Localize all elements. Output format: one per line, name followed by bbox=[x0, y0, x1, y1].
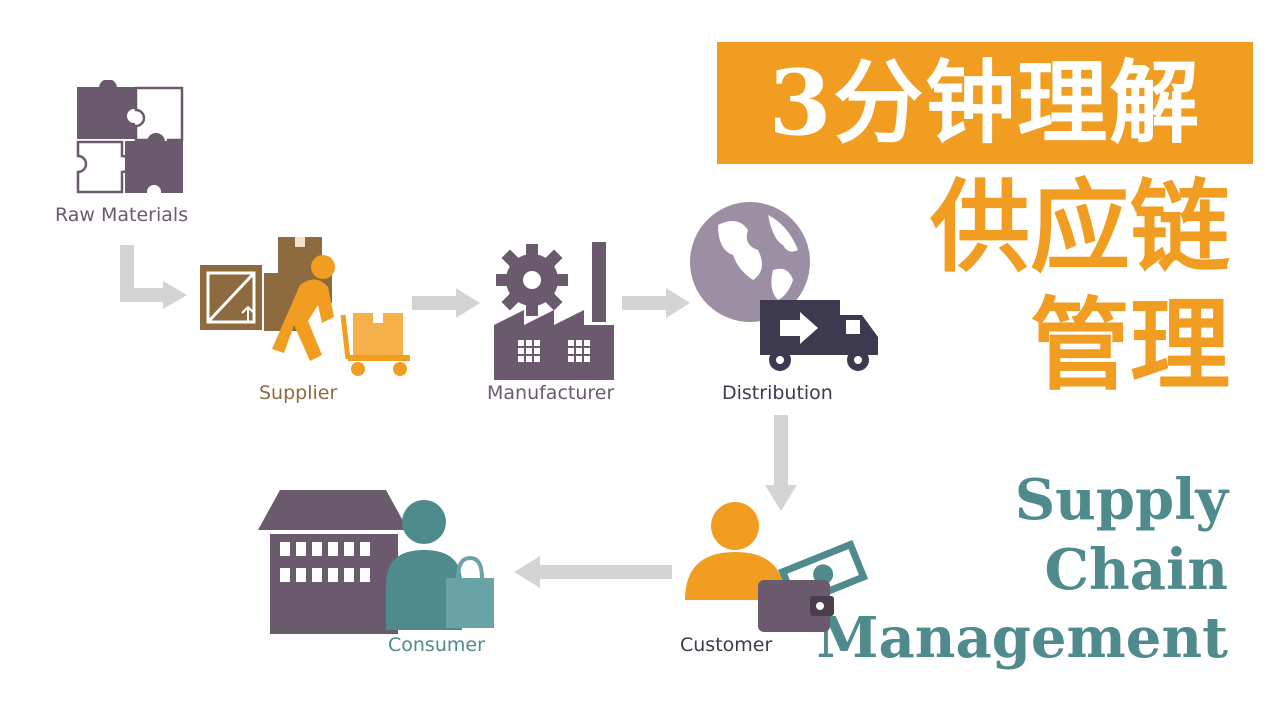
distribution-node bbox=[688, 200, 888, 384]
title-line-3: 管理 bbox=[1030, 286, 1230, 404]
arrow-customer-to-consumer bbox=[514, 556, 672, 588]
subtitle-en-line-3: Management bbox=[816, 605, 1228, 671]
supplier-label: Supplier bbox=[259, 382, 338, 404]
arrow-supplier-to-manufacturer bbox=[412, 288, 480, 318]
customer-label: Customer bbox=[680, 634, 773, 656]
title-banner: 3分钟理解 bbox=[717, 42, 1253, 164]
manufacturer-label: Manufacturer bbox=[487, 382, 615, 404]
manufacturer-node bbox=[492, 240, 627, 384]
consumer-node bbox=[258, 490, 503, 639]
arrow-raw-to-supplier bbox=[120, 245, 187, 309]
raw-materials-label: Raw Materials bbox=[55, 204, 189, 226]
consumer-label: Consumer bbox=[388, 634, 485, 656]
supplier-node bbox=[198, 235, 413, 384]
raw-materials-node bbox=[70, 79, 190, 204]
subtitle-en-line-1: Supply bbox=[1014, 467, 1228, 533]
puzzle-icon bbox=[76, 79, 184, 194]
title-line-1: 3分钟理解 bbox=[768, 50, 1202, 156]
customer-node bbox=[680, 500, 875, 644]
title-line-2: 供应链 bbox=[930, 168, 1230, 286]
customer-wallet-icon bbox=[685, 502, 869, 632]
store-shopper-icon bbox=[258, 490, 494, 634]
arrow-distribution-to-customer bbox=[765, 415, 797, 511]
supplier-worker-icon bbox=[200, 237, 410, 376]
distribution-label: Distribution bbox=[722, 382, 833, 404]
subtitle-en-line-2: Chain bbox=[1044, 537, 1228, 603]
globe-truck-icon bbox=[690, 202, 878, 371]
factory-gear-icon bbox=[494, 242, 614, 380]
arrow-manufacturer-to-distribution bbox=[622, 288, 690, 318]
